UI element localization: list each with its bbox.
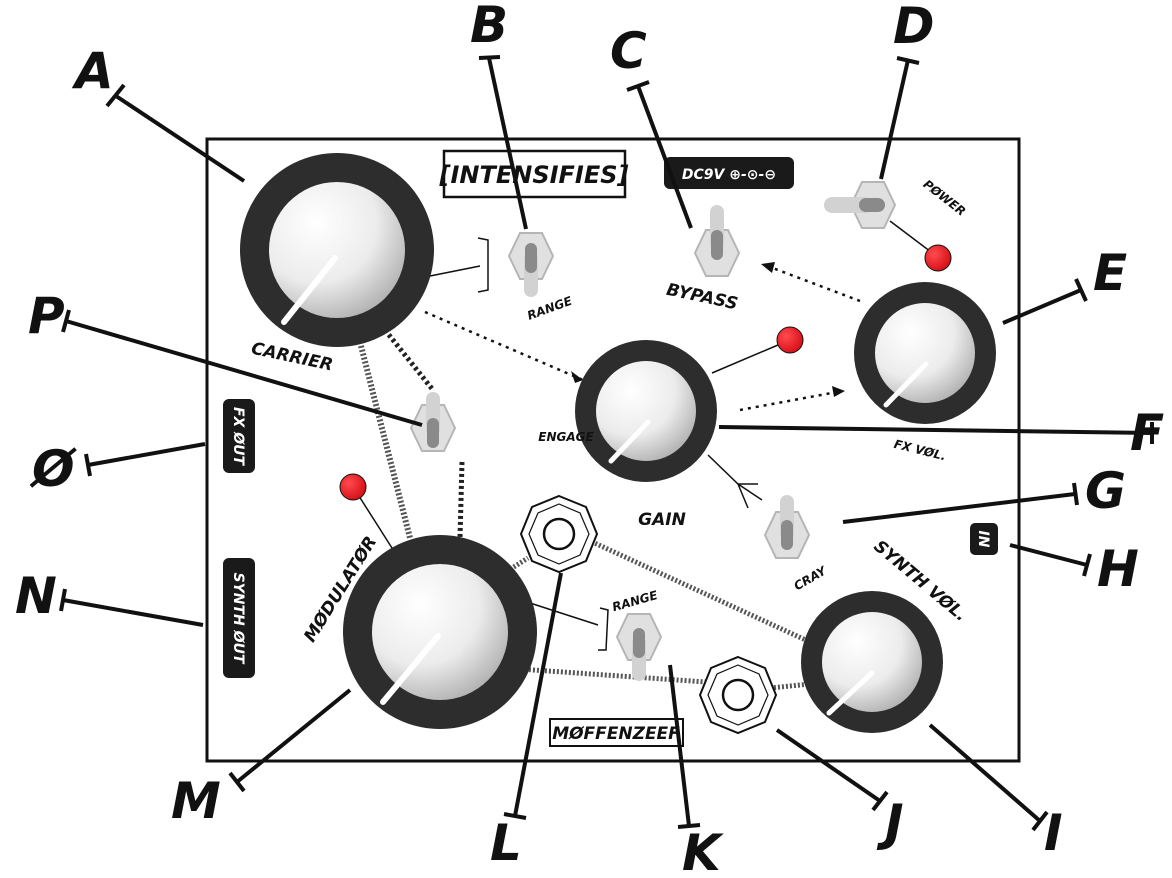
callout-d: D [893, 0, 935, 55]
callout-f: F [1130, 404, 1164, 462]
callout-m: M [171, 772, 221, 830]
fx-volume-knob[interactable] [854, 282, 996, 424]
in-jack[interactable]: IN [970, 523, 998, 555]
callout-a: A [71, 42, 114, 100]
fx-out-jack[interactable]: FX ØUT [223, 399, 255, 473]
connection-lines [357, 262, 861, 691]
maker-box: MØFFENZEEF [549, 718, 684, 747]
callout-g: G [1085, 462, 1126, 520]
led-modulator [339, 473, 393, 549]
callout-p: P [28, 287, 65, 345]
patch-jack-right[interactable] [698, 655, 778, 735]
callout-e: E [1093, 244, 1127, 302]
synth-out-jack[interactable]: SYNTH ØUT [223, 558, 255, 678]
maker-label: MØFFENZEEF [552, 724, 680, 744]
patch-jack-left[interactable] [519, 494, 599, 574]
callout-b: B [470, 0, 508, 54]
callout-l: L [490, 814, 522, 872]
bypass-toggle[interactable] [693, 205, 741, 277]
callout-k: K [682, 824, 724, 878]
product-title-box: [INTENSIFIES] [438, 149, 629, 199]
callout-o-slash: Ø [29, 440, 77, 498]
led-gain [711, 326, 804, 374]
callout-i: I [1044, 804, 1063, 862]
in-label: IN [975, 531, 991, 548]
engage-label: ENGAGE [538, 430, 594, 444]
callout-h: H [1097, 540, 1139, 598]
synth-volume-knob[interactable] [801, 591, 943, 733]
dc-power-jack[interactable]: DC9V ⊕-⊙-⊖ [664, 157, 794, 189]
power-toggle[interactable] [824, 181, 897, 229]
engage-toggle[interactable] [409, 392, 457, 452]
callout-n: N [15, 567, 57, 625]
bracket-lines [429, 237, 763, 651]
callout-lines [59, 55, 1154, 832]
gain-label: GAIN [638, 510, 686, 530]
callout-c: C [610, 22, 647, 80]
range-toggle-top[interactable] [507, 232, 555, 297]
cray-toggle[interactable] [763, 495, 811, 559]
range-toggle-bottom[interactable] [615, 613, 663, 681]
synth-out-label: SYNTH ØUT [230, 573, 246, 665]
modulator-knob[interactable] [343, 535, 537, 729]
carrier-knob[interactable] [240, 153, 434, 347]
product-title: [INTENSIFIES] [438, 161, 628, 189]
fx-out-label: FX ØUT [230, 407, 246, 467]
gain-knob[interactable] [575, 340, 717, 482]
dc-power-label: DC9V ⊕-⊙-⊖ [682, 167, 776, 183]
led-power [889, 220, 952, 272]
